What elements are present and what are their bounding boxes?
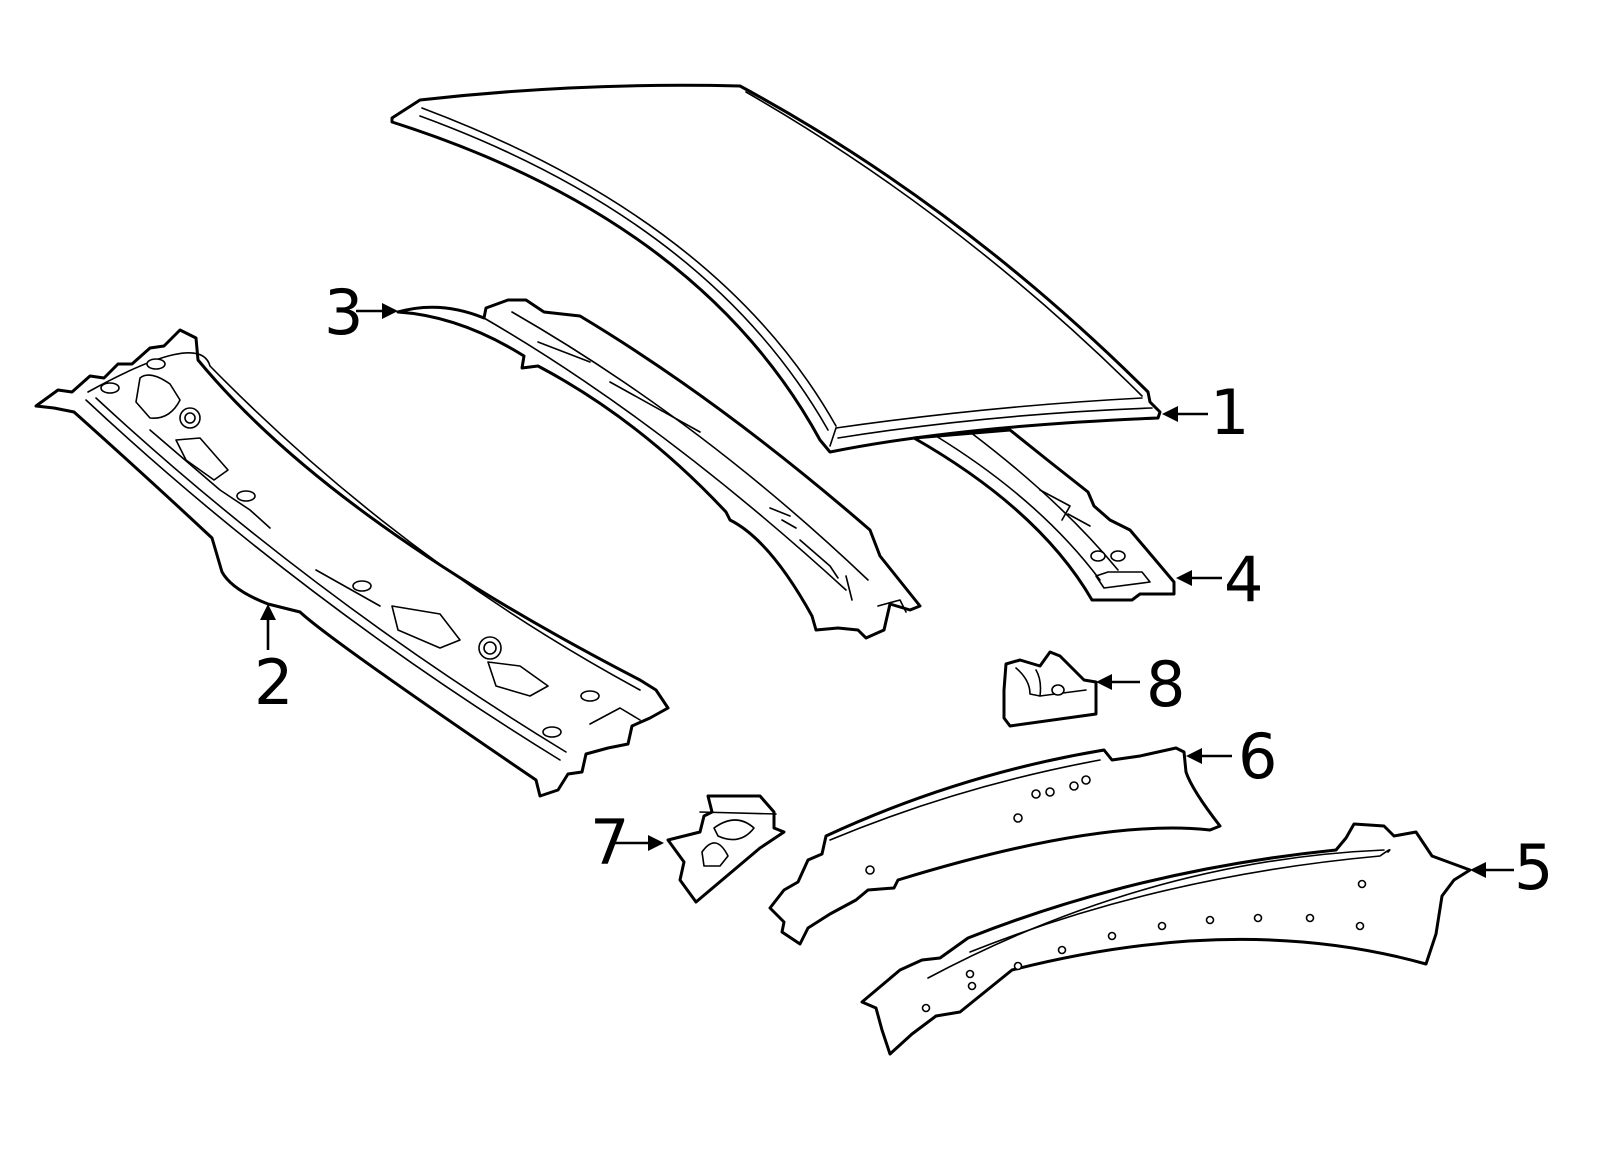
callout-5: 5 (1514, 831, 1553, 904)
roof-panel[interactable] (390, 83, 1162, 454)
bracket-upper[interactable] (1002, 650, 1098, 728)
leader-5 (1470, 862, 1514, 878)
side-rail-inner[interactable] (768, 746, 1222, 946)
callout-2: 2 (254, 646, 293, 719)
leader-1 (1162, 406, 1208, 422)
leader-4 (1176, 570, 1222, 586)
leader-7 (614, 835, 664, 851)
callout-6: 6 (1238, 720, 1277, 793)
leader-6 (1186, 748, 1232, 764)
leader-8 (1096, 674, 1140, 690)
leader-3 (356, 303, 398, 319)
callout-7: 7 (590, 806, 629, 879)
callout-3: 3 (324, 276, 363, 349)
rear-header[interactable] (912, 428, 1176, 602)
front-header[interactable] (34, 328, 670, 798)
callout-8: 8 (1146, 648, 1185, 721)
roof-bow[interactable] (396, 298, 922, 640)
callout-1: 1 (1210, 376, 1249, 449)
side-rail-outer[interactable] (860, 822, 1472, 1056)
callout-4: 4 (1224, 543, 1263, 616)
leader-2 (260, 604, 276, 650)
bracket-small[interactable] (666, 794, 786, 904)
